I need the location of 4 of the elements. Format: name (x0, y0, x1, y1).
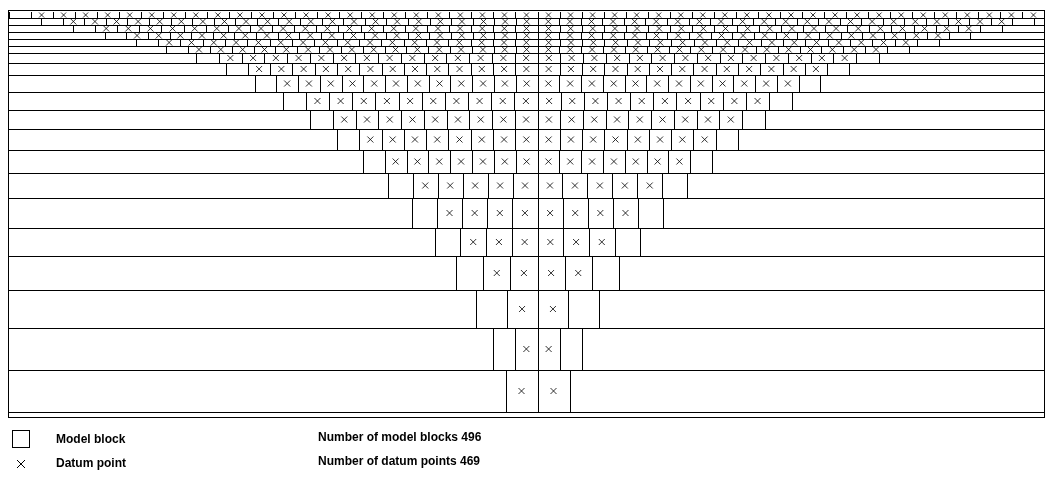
legend-label: Model block (56, 432, 126, 446)
summary-text: Number of datum points 469 (318, 454, 481, 468)
summary-text: Number of model blocks 496 (318, 430, 482, 444)
legend-label: Datum point (56, 456, 126, 470)
